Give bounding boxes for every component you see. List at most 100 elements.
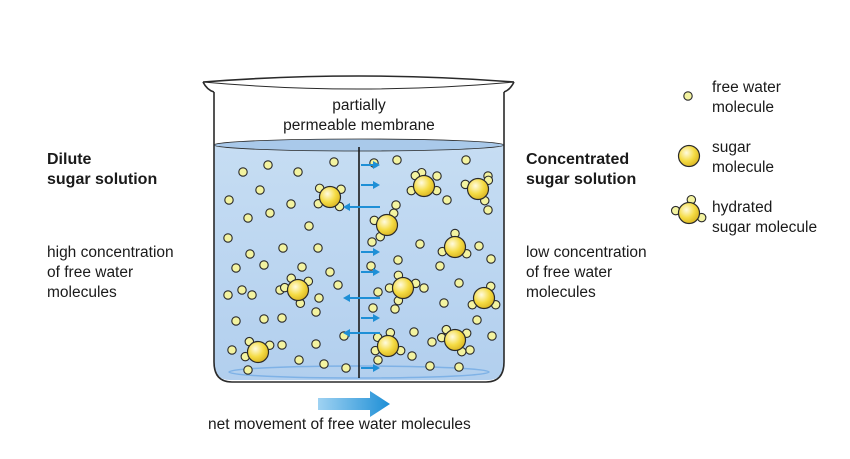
left-solution-description: high concentration of free water molecul… — [47, 244, 174, 301]
free-water-molecule — [311, 339, 321, 349]
free-water-molecule — [278, 243, 288, 253]
arrow-right — [361, 314, 380, 322]
free-water-molecule — [265, 208, 275, 218]
free-water-molecule — [407, 351, 417, 361]
free-water-molecule — [442, 195, 452, 205]
hydrated-sugar-molecule — [369, 208, 399, 242]
molecules-layer — [223, 155, 501, 375]
free-water-molecule — [465, 345, 475, 355]
free-water-molecule — [409, 327, 419, 337]
free-water-molecule — [259, 260, 269, 270]
free-water-molecule — [294, 355, 304, 365]
free-water-molecule — [286, 199, 296, 209]
hydrated-sugar-molecule — [436, 324, 472, 357]
hydrated-sugar-molecule — [240, 336, 275, 364]
hydrated-sugar-molecule — [437, 228, 472, 259]
free-water-molecule — [243, 365, 253, 375]
free-water-molecule — [231, 316, 241, 326]
free-water-molecule — [247, 290, 257, 300]
free-water-molecule — [224, 195, 234, 205]
free-water-molecule — [333, 280, 343, 290]
free-water-molecule — [277, 313, 287, 323]
free-water-molecule — [461, 155, 471, 165]
free-water-molecule — [237, 285, 247, 295]
free-water-molecule — [293, 167, 303, 177]
free-water-molecule — [483, 205, 493, 215]
free-water-molecule — [227, 345, 237, 355]
hydrated-sugar-molecule — [467, 281, 501, 310]
hydrated-sugar-molecule — [406, 167, 442, 198]
free-water-molecule — [325, 267, 335, 277]
arrow-right — [361, 268, 380, 276]
free-water-molecule — [255, 185, 265, 195]
free-water-molecule — [368, 303, 378, 313]
free-water-molecule — [341, 363, 351, 373]
free-water-molecule — [373, 287, 383, 297]
legend-label-sugar: sugar molecule — [712, 139, 775, 176]
free-water-molecule — [391, 200, 401, 210]
membrane-arrows-layer — [343, 161, 380, 372]
free-water-molecule-icon — [683, 91, 693, 101]
free-water-molecule — [454, 362, 464, 372]
free-water-molecule — [425, 361, 435, 371]
free-water-molecule — [313, 243, 323, 253]
arrow-left — [343, 329, 380, 337]
legend-label-hydrated-sugar: hydrated sugar molecule — [712, 199, 818, 236]
net-movement-label: net movement of free water molecules — [208, 416, 471, 433]
free-water-molecule — [243, 213, 253, 223]
free-water-molecule — [319, 359, 329, 369]
free-water-molecule — [393, 255, 403, 265]
sugar-molecule-icon — [677, 144, 701, 168]
free-water-molecule — [435, 261, 445, 271]
free-water-molecule — [487, 331, 497, 341]
free-water-molecule — [311, 307, 321, 317]
arrow-right — [361, 248, 380, 256]
free-water-molecule — [454, 278, 464, 288]
membrane-label: partially permeable membrane — [283, 97, 435, 134]
arrow-right — [361, 364, 380, 372]
free-water-molecule — [231, 263, 241, 273]
free-water-molecule — [367, 237, 377, 247]
free-water-molecule — [259, 314, 269, 324]
arrow-left — [343, 203, 380, 211]
free-water-molecule — [277, 340, 287, 350]
free-water-molecule — [297, 262, 307, 272]
free-water-molecule — [238, 167, 248, 177]
left-solution-title: Dilute sugar solution — [47, 151, 158, 188]
free-water-molecule — [415, 239, 425, 249]
net-movement-arrow — [318, 391, 390, 417]
free-water-molecule — [486, 254, 496, 264]
free-water-molecule — [223, 233, 233, 243]
free-water-molecule — [474, 241, 484, 251]
hydrated-sugar-molecule-icon — [670, 194, 707, 225]
free-water-molecule — [263, 160, 273, 170]
legend-label-free-water: free water molecule — [712, 79, 781, 116]
free-water-molecule — [245, 249, 255, 259]
beaker — [202, 75, 515, 383]
arrow-right — [361, 181, 380, 189]
hydrated-sugar-molecule — [279, 273, 314, 309]
legend-icons — [670, 91, 707, 225]
right-solution-title: Concentrated sugar solution — [526, 151, 637, 188]
free-water-molecule — [472, 315, 482, 325]
free-water-molecule — [390, 304, 400, 314]
free-water-molecule — [304, 221, 314, 231]
free-water-molecule — [432, 171, 442, 181]
free-water-molecule — [392, 155, 402, 165]
right-solution-description: low concentration of free water molecule… — [526, 244, 647, 301]
hydrated-sugar-molecule — [384, 270, 421, 306]
hydrated-sugar-molecule — [460, 175, 494, 206]
free-water-molecule — [427, 337, 437, 347]
free-water-molecule — [223, 290, 233, 300]
arrow-left — [343, 294, 380, 302]
free-water-molecule — [373, 355, 383, 365]
arrow-right — [361, 161, 380, 169]
free-water-molecule — [419, 283, 429, 293]
hydrated-sugar-molecule — [313, 183, 346, 212]
free-water-molecule — [314, 293, 324, 303]
hydrated-sugar-molecule — [370, 327, 406, 358]
free-water-molecule — [439, 298, 449, 308]
free-water-molecule — [329, 157, 339, 167]
